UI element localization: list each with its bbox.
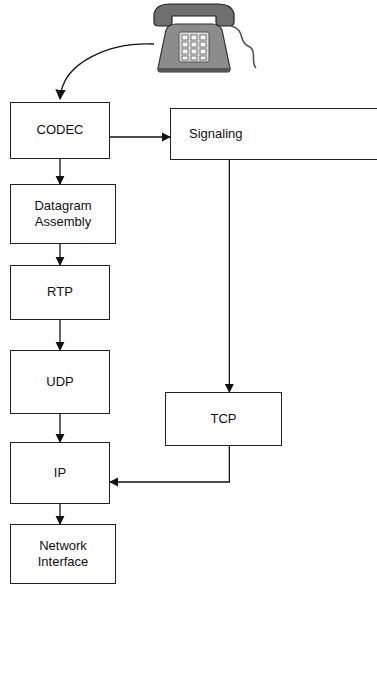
process-box: Signaling bbox=[170, 108, 377, 160]
flow-arrow bbox=[59, 159, 60, 184]
flow-arrow bbox=[229, 160, 230, 392]
flow-arrow bbox=[59, 244, 60, 265]
box-label: Network Interface bbox=[11, 534, 115, 575]
box-label: Datagram Assembly bbox=[11, 194, 115, 235]
box-label: CODEC bbox=[31, 118, 90, 142]
flow-arrow bbox=[59, 320, 60, 350]
box-label: Signaling bbox=[183, 122, 249, 146]
process-box: Datagram Assembly bbox=[10, 184, 116, 244]
voice-input-arrow bbox=[60, 44, 154, 99]
process-box: RTP bbox=[10, 265, 110, 320]
flow-arrow bbox=[59, 504, 60, 524]
box-label: UDP bbox=[40, 370, 79, 394]
flow-arrow bbox=[110, 446, 229, 482]
box-label: TCP bbox=[205, 407, 243, 431]
box-label: IP bbox=[48, 461, 72, 485]
process-box: IP bbox=[10, 442, 110, 504]
process-box: Network Interface bbox=[10, 524, 116, 584]
process-box: CODEC bbox=[10, 102, 110, 159]
process-box: TCP bbox=[165, 392, 282, 446]
telephone bbox=[154, 4, 256, 72]
box-label: RTP bbox=[41, 280, 79, 304]
flow-arrow bbox=[110, 136, 170, 137]
flow-arrow bbox=[59, 414, 60, 442]
process-box: UDP bbox=[10, 350, 110, 414]
